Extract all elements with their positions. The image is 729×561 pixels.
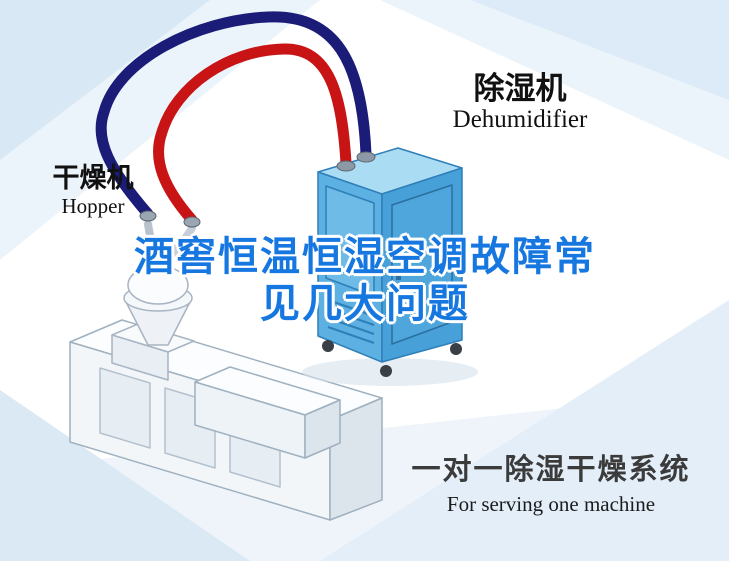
hose-port xyxy=(183,216,201,228)
background-band xyxy=(470,0,729,100)
dehumidifier-label: 除湿机 Dehumidifier xyxy=(420,71,620,135)
hopper-machine xyxy=(69,220,383,521)
red-hose xyxy=(153,43,352,226)
caster-wheel xyxy=(450,343,462,355)
dehumidifier-front-panel xyxy=(325,185,375,297)
vent-grille xyxy=(327,299,375,344)
caster-wheel xyxy=(380,365,392,377)
background-band xyxy=(0,390,250,561)
footer-caption-cn: 一对一除湿干燥系统 xyxy=(411,454,691,486)
hopper-pedestal-front xyxy=(111,334,169,381)
background-band xyxy=(320,300,729,561)
dryer-label: 干燥机 Hopper xyxy=(18,163,168,218)
hose-fittings xyxy=(139,151,376,228)
dehumidifier-door xyxy=(391,184,453,345)
dehumidifier-label-en: Dehumidifier xyxy=(452,106,588,134)
hopper-panel xyxy=(99,367,151,449)
footer-caption-en: For serving one machine xyxy=(446,491,656,516)
dehumidifier-machine xyxy=(302,147,478,386)
hoses xyxy=(95,11,372,226)
hopper-cover-end xyxy=(304,399,341,459)
dryer-label-en: Hopper xyxy=(61,193,125,218)
hose-port xyxy=(336,160,356,172)
caster-wheel xyxy=(322,340,334,352)
headline-line2: 见几大问题 xyxy=(260,282,470,326)
background-band xyxy=(0,0,210,160)
hose-port xyxy=(139,210,157,222)
navy-hose xyxy=(95,11,372,220)
hopper-body-end xyxy=(329,397,383,521)
footer-caption: 一对一除湿干燥系统 For serving one machine xyxy=(401,453,701,517)
headline: 酒窖恒温恒湿空调故障常 见几大问题 xyxy=(65,234,665,328)
hopper-duct xyxy=(144,220,160,270)
hopper-duct xyxy=(158,224,196,270)
hose-port xyxy=(356,151,376,163)
door-handle xyxy=(396,266,401,280)
headline-line1: 酒窖恒温恒湿空调故障常 xyxy=(134,235,596,279)
dehumidifier-label-cn: 除湿机 xyxy=(473,71,567,106)
dryer-label-cn: 干燥机 xyxy=(52,163,134,193)
